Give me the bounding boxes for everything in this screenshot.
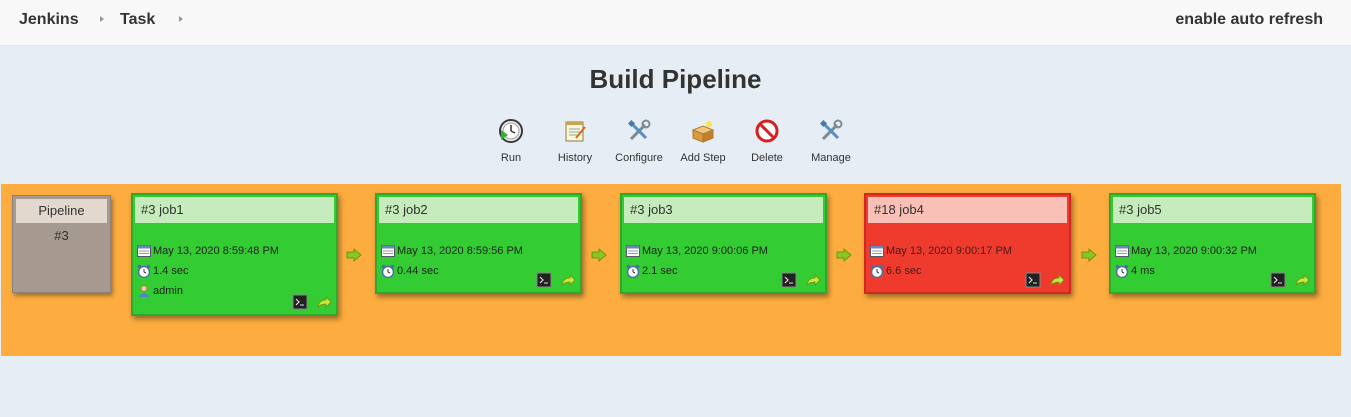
- rebuild-icon[interactable]: [1294, 272, 1310, 288]
- package-add-icon: [691, 121, 715, 143]
- pipeline-number: #3: [54, 228, 69, 243]
- top-bar: Jenkins Task enable auto refresh: [0, 0, 1351, 46]
- job-card-job5: #3 job5 May 13, 2020 9:00:32 PM 4 ms: [1109, 193, 1316, 294]
- job-actions: [288, 294, 332, 310]
- rebuild-icon[interactable]: [560, 272, 576, 288]
- alarm-clock-icon: [626, 264, 640, 279]
- arrow-right-icon: [1081, 248, 1097, 262]
- job-duration-row: 0.44 sec: [381, 263, 439, 279]
- user-icon: [138, 285, 150, 298]
- job-duration: 1.4 sec: [153, 265, 189, 277]
- alarm-clock-icon: [870, 264, 884, 279]
- job-duration: 2.1 sec: [642, 265, 678, 277]
- configure-label: Configure: [615, 152, 663, 164]
- job-date-row: May 13, 2020 8:59:48 PM: [137, 243, 279, 259]
- job-duration-row: 1.4 sec: [137, 263, 188, 279]
- job-actions: [1021, 272, 1065, 288]
- arrow-right-icon: [346, 248, 362, 262]
- job-date-row: May 13, 2020 9:00:17 PM: [870, 243, 1012, 259]
- rebuild-icon[interactable]: [316, 294, 332, 310]
- breadcrumb-separator-icon: [179, 16, 183, 22]
- job-title[interactable]: #3 job2: [379, 197, 578, 223]
- pipeline-toolbar: Run History Configure Add Step: [0, 118, 1351, 168]
- notepad-icon: [565, 121, 586, 142]
- rebuild-icon[interactable]: [1049, 272, 1065, 288]
- job-actions: [532, 272, 576, 288]
- rebuild-icon[interactable]: [805, 272, 821, 288]
- alarm-clock-icon: [137, 264, 151, 279]
- delete-label: Delete: [751, 152, 783, 164]
- tools-icon: [819, 119, 843, 141]
- job-card-job4: #18 job4 May 13, 2020 9:00:17 PM 6.6 sec: [864, 193, 1071, 294]
- history-label: History: [557, 152, 593, 164]
- breadcrumb-separator-icon: [100, 16, 104, 22]
- job-user-row: admin: [137, 283, 183, 299]
- job-title[interactable]: #3 job3: [624, 197, 823, 223]
- manage-button[interactable]: Manage: [796, 118, 866, 164]
- breadcrumb-jenkins[interactable]: Jenkins: [19, 11, 79, 28]
- console-icon[interactable]: [781, 272, 797, 288]
- page-title: Build Pipeline: [589, 64, 762, 94]
- pipeline-band: Pipeline #3 #3 job1 May 13, 2020 8:59:48…: [1, 184, 1341, 356]
- job-duration: 6.6 sec: [886, 265, 922, 277]
- arrow-right-icon: [836, 248, 852, 262]
- job-date: May 13, 2020 8:59:48 PM: [153, 245, 279, 257]
- configure-button[interactable]: Configure: [604, 118, 674, 164]
- job-duration-row: 2.1 sec: [626, 263, 677, 279]
- calendar-icon: [381, 245, 395, 258]
- job-card-job2: #3 job2 May 13, 2020 8:59:56 PM 0.44 sec: [375, 193, 582, 294]
- job-date: May 13, 2020 8:59:56 PM: [397, 245, 523, 257]
- job-title[interactable]: #3 job5: [1113, 197, 1312, 223]
- calendar-icon: [626, 245, 640, 258]
- job-duration: 0.44 sec: [397, 265, 439, 277]
- job-date-row: May 13, 2020 9:00:06 PM: [626, 243, 768, 259]
- job-duration: 4 ms: [1131, 265, 1155, 277]
- job-user: admin: [153, 285, 183, 297]
- manage-label: Manage: [811, 152, 851, 164]
- job-date-row: May 13, 2020 9:00:32 PM: [1115, 243, 1257, 259]
- calendar-icon: [137, 245, 151, 258]
- no-entry-icon: [755, 119, 779, 143]
- job-actions: [777, 272, 821, 288]
- clock-play-icon: [499, 119, 523, 143]
- calendar-icon: [870, 245, 884, 258]
- job-title[interactable]: #3 job1: [135, 197, 334, 223]
- console-icon[interactable]: [536, 272, 552, 288]
- job-date: May 13, 2020 9:00:06 PM: [642, 245, 768, 257]
- run-button[interactable]: Run: [476, 118, 546, 164]
- job-date: May 13, 2020 9:00:32 PM: [1131, 245, 1257, 257]
- job-title[interactable]: #18 job4: [868, 197, 1067, 223]
- history-button[interactable]: History: [540, 118, 610, 164]
- console-icon[interactable]: [1270, 272, 1286, 288]
- console-icon[interactable]: [1025, 272, 1041, 288]
- alarm-clock-icon: [1115, 264, 1129, 279]
- tools-icon: [627, 119, 651, 141]
- job-date: May 13, 2020 9:00:17 PM: [886, 245, 1012, 257]
- enable-auto-refresh-link[interactable]: enable auto refresh: [1175, 11, 1323, 28]
- run-label: Run: [500, 152, 522, 164]
- pipeline-label: Pipeline: [16, 199, 107, 223]
- alarm-clock-icon: [381, 264, 395, 279]
- pipeline-revision-card[interactable]: Pipeline #3: [12, 195, 111, 293]
- job-card-job3: #3 job3 May 13, 2020 9:00:06 PM 2.1 sec: [620, 193, 827, 294]
- job-date-row: May 13, 2020 8:59:56 PM: [381, 243, 523, 259]
- calendar-icon: [1115, 245, 1129, 258]
- delete-button[interactable]: Delete: [732, 118, 802, 164]
- job-duration-row: 4 ms: [1115, 263, 1155, 279]
- console-icon[interactable]: [292, 294, 308, 310]
- job-actions: [1266, 272, 1310, 288]
- add-step-button[interactable]: Add Step: [668, 118, 738, 164]
- breadcrumb-task[interactable]: Task: [120, 11, 156, 28]
- job-duration-row: 6.6 sec: [870, 263, 921, 279]
- add-step-label: Add Step: [680, 152, 726, 164]
- job-card-job1: #3 job1 May 13, 2020 8:59:48 PM 1.4 sec …: [131, 193, 338, 316]
- arrow-right-icon: [591, 248, 607, 262]
